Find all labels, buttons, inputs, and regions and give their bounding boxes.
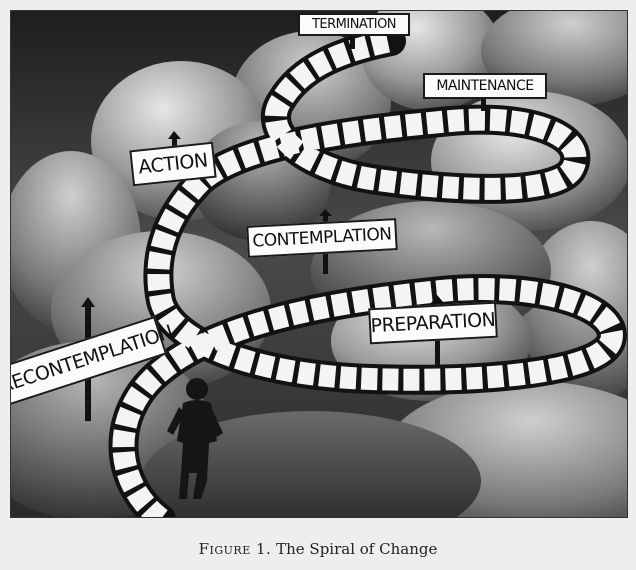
stage-label-action: ACTION — [137, 148, 209, 179]
stage-label-termination: TERMINATION — [311, 17, 397, 32]
sign-termination: TERMINATION — [298, 13, 410, 36]
spiral-staircase — [108, 26, 627, 517]
sign-maintenance: MAINTENANCE — [423, 73, 547, 99]
spiral-of-change-illustration: TERMINATION MAINTENANCE ACTION CONTEMPLA… — [10, 10, 628, 518]
walking-person — [167, 378, 223, 499]
stage-label-contemplation: CONTEMPLATION — [251, 223, 392, 252]
figure-label: Figure 1. — [198, 540, 272, 558]
figure-caption: Figure 1. The Spiral of Change — [0, 540, 636, 558]
stage-label-preparation: PREPARATION — [370, 308, 496, 337]
sign-preparation: PREPARATION — [368, 301, 498, 345]
stair-treads — [112, 30, 623, 517]
figure-title: The Spiral of Change — [276, 540, 438, 558]
stage-label-maintenance: MAINTENANCE — [436, 78, 534, 94]
